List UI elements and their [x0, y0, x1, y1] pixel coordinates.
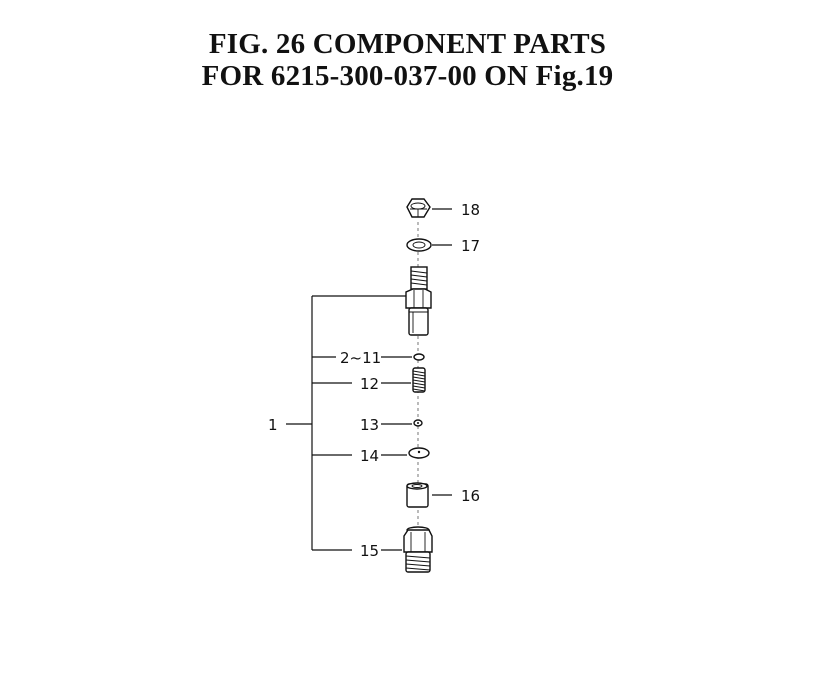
- callout-18: 18: [461, 201, 480, 219]
- part-13-valve-ball: [413, 419, 423, 427]
- part-18-hex-nut: [406, 198, 431, 218]
- callout-15: 15: [360, 542, 379, 560]
- part-2-11-o-ring: [413, 353, 425, 361]
- callout-2-11: 2~11: [340, 349, 381, 367]
- part-15-lower-body: [403, 526, 433, 573]
- valve-body-assembly: [405, 266, 432, 336]
- callout-12: 12: [360, 375, 379, 393]
- callout-14: 14: [360, 447, 379, 465]
- figure-title-line-2: FOR 6215-300-037-00 ON Fig.19: [201, 60, 614, 92]
- callout-16: 16: [461, 487, 480, 505]
- part-14-seat-disc: [408, 447, 430, 459]
- callout-1: 1: [268, 416, 278, 434]
- leader-lines: [286, 208, 452, 551]
- figure-title-line-1: FIG. 26 COMPONENT PARTS: [208, 28, 607, 60]
- part-16-sleeve: [406, 482, 429, 508]
- part-12-spring: [412, 367, 426, 393]
- callout-13: 13: [360, 416, 379, 434]
- part-17-washer: [406, 238, 432, 252]
- callout-17: 17: [461, 237, 480, 255]
